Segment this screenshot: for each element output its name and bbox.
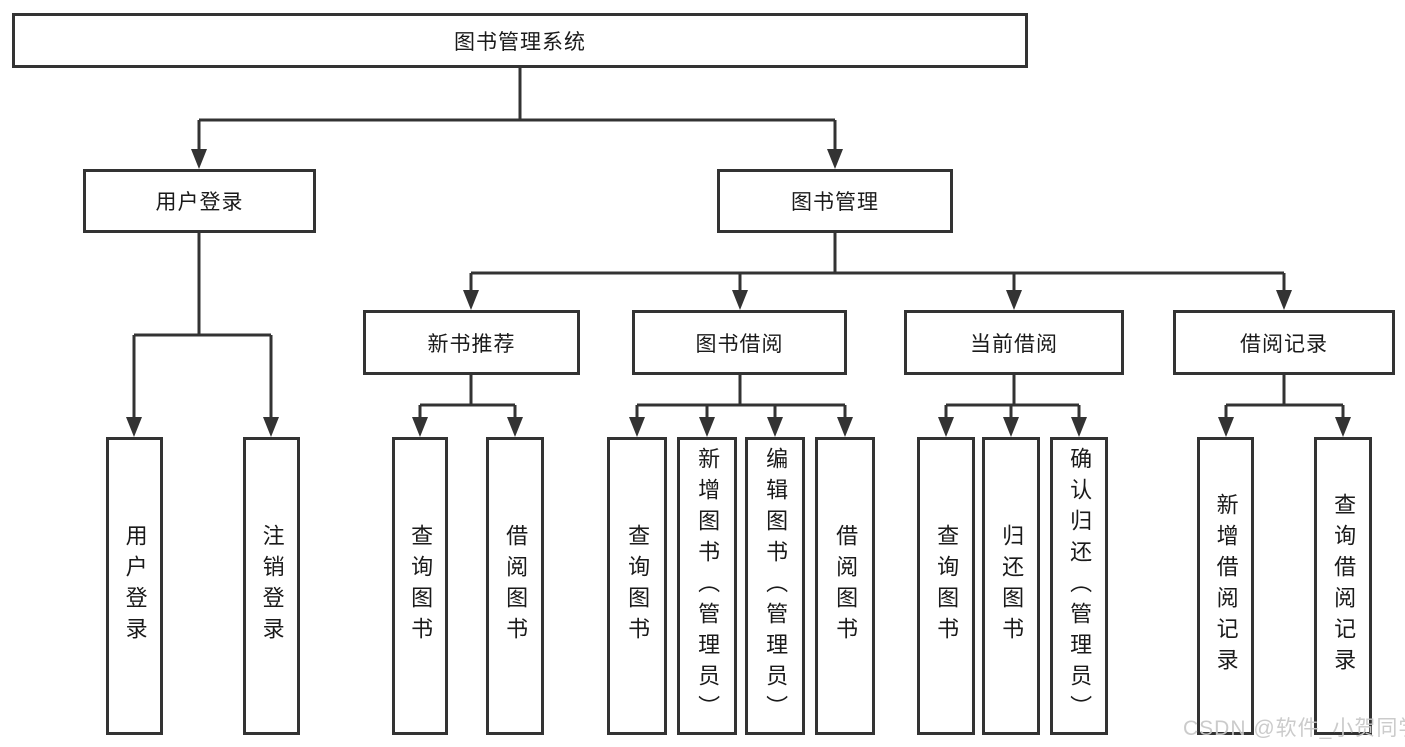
leaf-confirm-return-admin: 确认归还（管理员） [1050, 437, 1108, 735]
leaf-query-borrow-record: 查询借阅记录 [1314, 437, 1372, 735]
arrow-heads [126, 149, 1351, 437]
leaf-query-books-recommend-label: 查询图书 [408, 524, 434, 648]
leaf-query-books-current-label: 查询图书 [934, 524, 960, 648]
node-current-borrowing: 当前借阅 [904, 310, 1124, 375]
leaf-edit-books-admin-label: 编辑图书（管理员） [763, 446, 789, 726]
leaf-query-books-recommend: 查询图书 [392, 437, 448, 735]
node-library-management-system: 图书管理系统 [12, 13, 1028, 68]
leaf-borrow-books-recommend-label: 借阅图书 [503, 524, 529, 648]
leaf-add-books-admin-label: 新增图书（管理员） [695, 446, 721, 726]
leaf-query-books-borrow: 查询图书 [607, 437, 667, 735]
leaf-add-borrow-record: 新增借阅记录 [1197, 437, 1254, 735]
node-user-login: 用户登录 [83, 169, 316, 233]
leaf-edit-books-admin: 编辑图书（管理员） [745, 437, 805, 735]
node-borrowing-records: 借阅记录 [1173, 310, 1395, 375]
leaf-user-login: 用户登录 [106, 437, 163, 735]
leaf-logout: 注销登录 [243, 437, 300, 735]
leaf-return-books: 归还图书 [982, 437, 1040, 735]
leaf-borrow-books-recommend: 借阅图书 [486, 437, 544, 735]
leaf-add-borrow-record-label: 新增借阅记录 [1213, 493, 1239, 679]
leaf-borrow-books-label: 借阅图书 [833, 524, 859, 648]
connector-path [132, 68, 1345, 419]
leaf-logout-label: 注销登录 [259, 524, 285, 648]
leaf-return-books-label: 归还图书 [999, 524, 1025, 648]
leaf-borrow-books: 借阅图书 [815, 437, 875, 735]
leaf-confirm-return-admin-label: 确认归还（管理员） [1067, 446, 1093, 726]
node-book-management: 图书管理 [717, 169, 953, 233]
leaf-query-books-current: 查询图书 [917, 437, 975, 735]
node-new-book-recommendation: 新书推荐 [363, 310, 580, 375]
leaf-query-books-borrow-label: 查询图书 [625, 524, 651, 648]
leaf-query-borrow-record-label: 查询借阅记录 [1331, 493, 1357, 679]
leaf-add-books-admin: 新增图书（管理员） [677, 437, 737, 735]
csdn-watermark: CSDN @软件_小贺同学 [1183, 717, 1405, 740]
node-book-borrowing: 图书借阅 [632, 310, 847, 375]
leaf-user-login-label: 用户登录 [122, 524, 148, 648]
